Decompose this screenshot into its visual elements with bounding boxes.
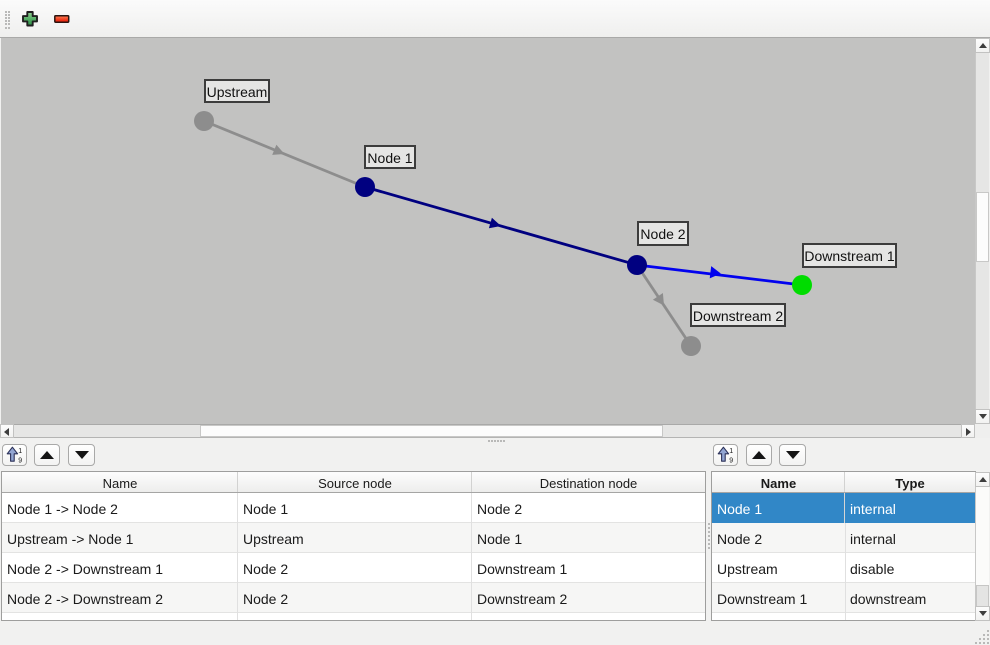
svg-text:1: 1 <box>18 448 22 455</box>
svg-text:1: 1 <box>729 448 733 455</box>
svg-text:9: 9 <box>729 458 733 464</box>
svg-text:9: 9 <box>18 458 22 464</box>
